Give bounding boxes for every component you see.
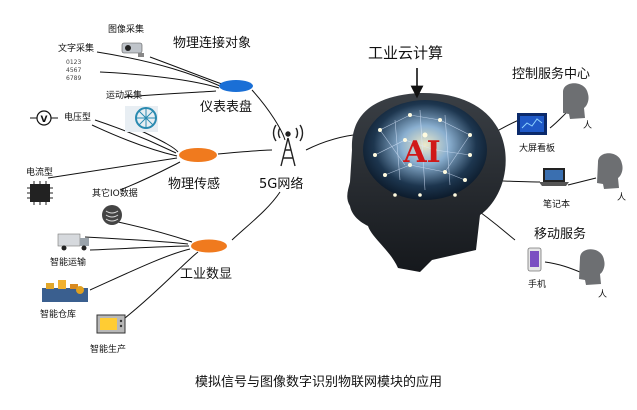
hub-label: 5G网络 <box>259 177 304 192</box>
line-sensing-5g <box>217 149 273 155</box>
truck-icon <box>57 233 89 251</box>
line-warehouse-display <box>89 248 191 291</box>
io-data-icon <box>102 205 122 225</box>
line-transport-display-2 <box>89 245 190 251</box>
line-image-capture <box>149 56 223 85</box>
display-node-label: 工业数显 <box>180 267 233 282</box>
voltage-symbol: V <box>41 115 48 125</box>
other-io-label: 其它IO数据 <box>92 189 138 199</box>
digits-row-2: 4567 <box>66 67 81 74</box>
motion-wheel-icon <box>125 106 158 132</box>
person-head-icon-2 <box>597 153 623 189</box>
voltage-type-label: 电压型 <box>64 113 92 123</box>
line-transport-display <box>84 236 189 245</box>
display-node-ellipse[interactable] <box>191 239 227 253</box>
warehouse-icon <box>42 280 88 302</box>
motion-capture-label: 运动采集 <box>106 91 143 101</box>
big-screen-label: 大屏看板 <box>519 144 556 154</box>
digits-row-3: 6789 <box>66 75 81 82</box>
phone-label: 手机 <box>528 280 547 290</box>
text-capture-label: 文字采集 <box>58 44 95 54</box>
mobile-service-label: 移动服务 <box>534 227 587 242</box>
phone-icon <box>527 247 542 272</box>
line-laptop-person <box>567 177 597 186</box>
person-label-1: 人 <box>583 121 593 131</box>
smart-production-label: 智能生产 <box>90 345 127 355</box>
neural-network-lines <box>374 109 471 191</box>
chip-icon <box>27 181 53 205</box>
line-other-sensing <box>119 161 181 191</box>
instrument-node-label: 仪表表盘 <box>200 100 253 115</box>
person-head-icon-1 <box>563 83 589 119</box>
person-label-2: 人 <box>617 193 627 203</box>
sensing-node-label: 物理传感 <box>168 177 221 192</box>
page-title: 工业云计算 <box>368 44 444 62</box>
line-production-display <box>124 251 199 319</box>
line-voltage-sensing <box>94 119 177 154</box>
line-text-capture <box>96 51 221 87</box>
smart-warehouse-label: 智能仓库 <box>40 310 77 320</box>
line-other-display <box>117 221 193 243</box>
line-display-5g <box>231 191 281 241</box>
current-type-label: 电流型 <box>26 168 54 178</box>
control-center-label: 控制服务中心 <box>512 67 591 82</box>
ai-brain-head: AI <box>347 92 506 272</box>
person-head-icon-3 <box>579 249 605 285</box>
line-motion-capture <box>123 90 217 98</box>
brain-glow <box>363 100 487 200</box>
big-screen-icon <box>517 113 547 135</box>
sensing-node-ellipse[interactable] <box>179 148 217 162</box>
person-label-3: 人 <box>598 290 608 300</box>
text-digits-icon: 0123 4567 6789 <box>66 59 81 82</box>
line-voltage-2 <box>91 124 178 157</box>
neural-nodes <box>373 113 472 197</box>
digits-row-1: 0123 <box>66 59 81 66</box>
line-current-sensing <box>47 157 178 179</box>
laptop-label: 笔记本 <box>543 200 571 210</box>
image-capture-label: 图像采集 <box>108 25 145 35</box>
line-phone-person <box>544 261 581 273</box>
line-text-capture-2 <box>99 71 220 89</box>
ai-label: AI <box>402 135 440 170</box>
figure-caption: 模拟信号与图像数字识别物联网模块的应用 <box>194 375 442 390</box>
voltage-meter-icon: V <box>30 110 58 126</box>
object-label: 物理连接对象 <box>173 36 252 51</box>
line-instrument-5g <box>251 89 286 141</box>
production-monitor-icon <box>96 314 126 334</box>
camera-icon <box>121 42 144 57</box>
smart-transport-label: 智能运输 <box>50 258 87 268</box>
instrument-node-ellipse[interactable] <box>219 80 253 92</box>
5g-tower-icon <box>272 124 304 167</box>
laptop-icon <box>539 168 569 186</box>
